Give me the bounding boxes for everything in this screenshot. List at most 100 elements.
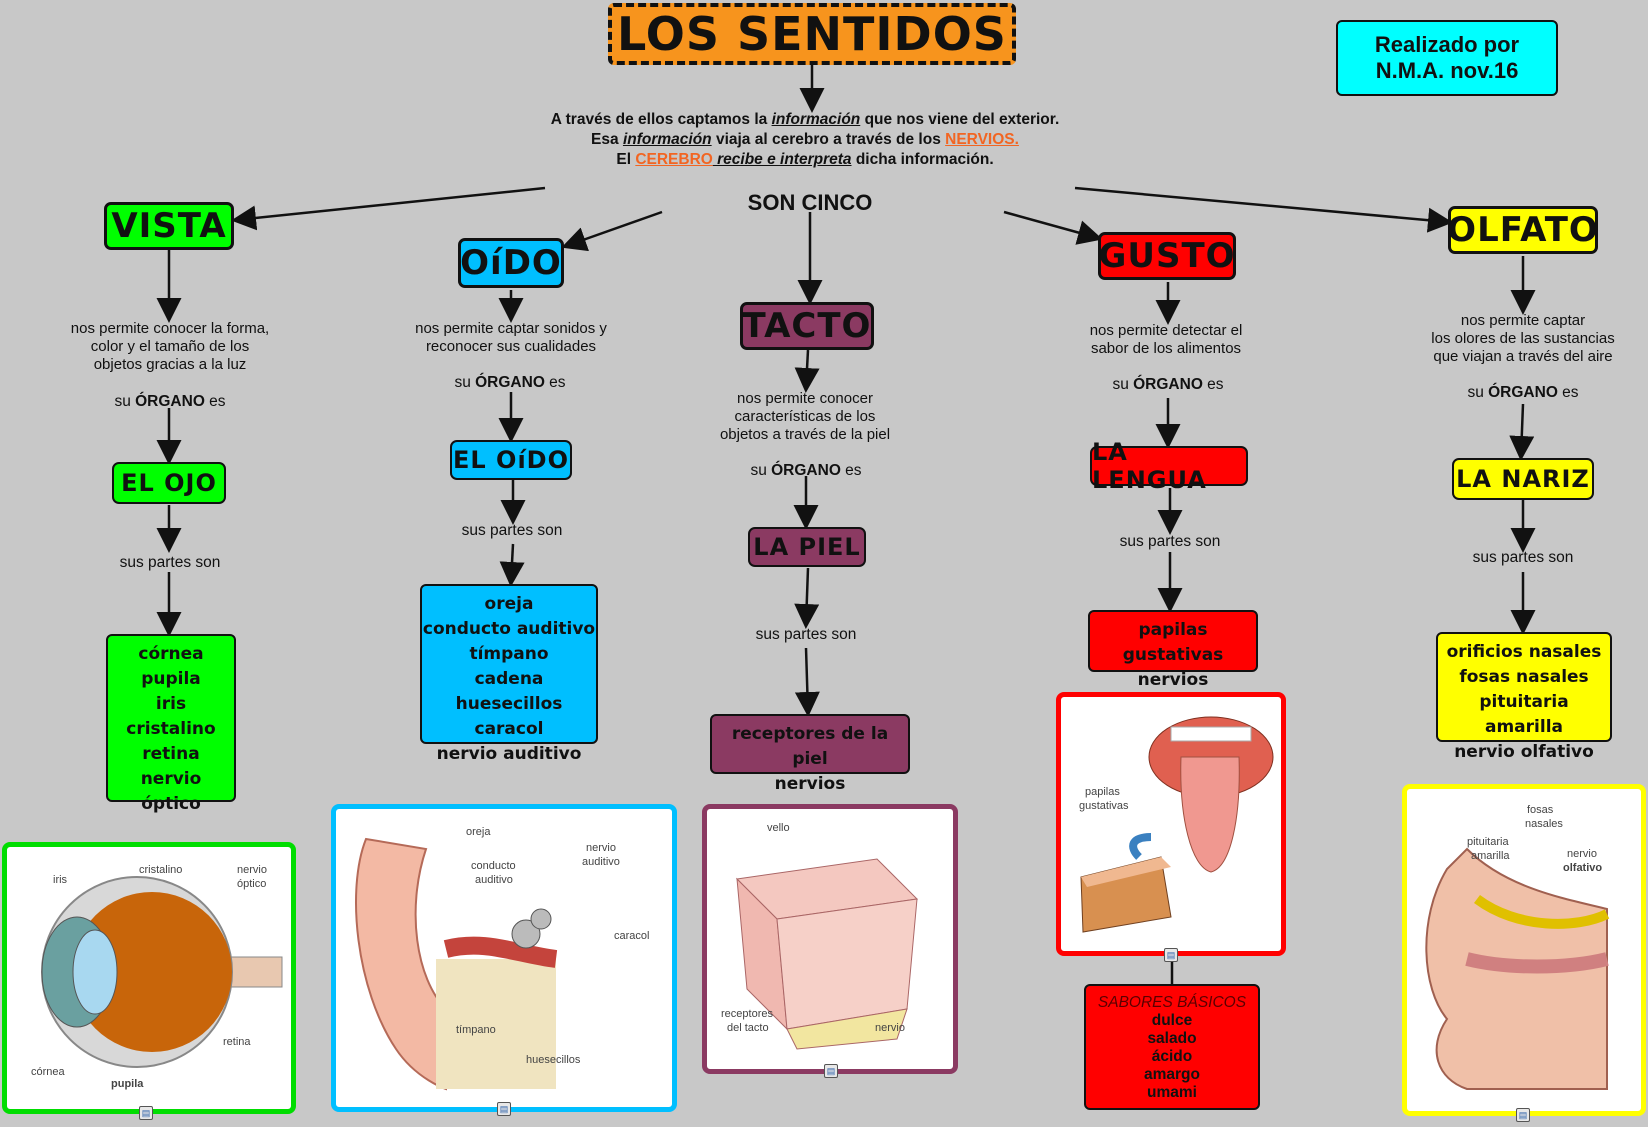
tongue-diagram: papilas gustativas	[1079, 716, 1274, 933]
intro-cerebro: CEREBRO	[635, 151, 713, 168]
author-line-2: N.M.A. nov.16	[1375, 58, 1519, 83]
intro-keyword: información	[771, 111, 861, 128]
organ-label-pre: su	[114, 393, 136, 410]
organ-label-bold: ÓRGANO	[771, 462, 841, 479]
skin-illustration[interactable]: vello receptores del tacto nervio	[702, 804, 958, 1074]
part-item: retina	[142, 744, 200, 764]
sense-gusto: GUSTO	[1098, 232, 1236, 280]
oido-parts-label: sus partes son	[461, 522, 563, 539]
part-item: orificios nasales	[1446, 642, 1602, 662]
sense-tacto: TACTO	[740, 302, 874, 350]
organ-la-lengua: LA LENGUA	[1090, 438, 1248, 494]
label-fosas: fosas	[1527, 804, 1554, 816]
organ-label-pre: su	[750, 462, 772, 479]
label-auditivo: auditivo	[582, 856, 620, 868]
sabores-heading: SABORES BÁSICOS	[1097, 994, 1247, 1011]
label-nervio: nervio	[586, 842, 616, 854]
sabor-item: ácido	[1151, 1048, 1193, 1065]
sabores-box: SABORES BÁSICOS dulce salado ácido amarg…	[1084, 984, 1260, 1110]
sense-olfato: OLFATO	[1447, 206, 1598, 254]
label-gustativas: gustativas	[1079, 800, 1129, 812]
oido-organ-label: su ÓRGANO es	[430, 374, 590, 392]
part-item: pupila	[141, 669, 201, 689]
attachment-icon[interactable]: ▤	[1164, 948, 1178, 962]
gusto-parts-label: sus partes son	[1119, 533, 1221, 550]
part-item: conducto auditivo	[422, 619, 596, 639]
oido-description: nos permite captar sonidos y reconocer s…	[380, 320, 642, 356]
tongue-illustration[interactable]: papilas gustativas	[1056, 692, 1286, 956]
vista-parts-box: córnea pupila iris cristalino retina ner…	[106, 634, 236, 814]
tacto-organ-label: su ÓRGANO es	[726, 462, 886, 480]
label-huesecillos: huesecillos	[526, 1054, 581, 1066]
label-pituitaria: pituitaria	[1467, 836, 1509, 848]
intro-keyword: información	[622, 131, 712, 148]
gusto-description: nos permite detectar el sabor de los ali…	[1036, 322, 1296, 358]
sense-vista: VISTA	[104, 202, 234, 250]
desc-line: que viajan a través del aire	[1433, 348, 1613, 365]
olfato-organ-label: su ÓRGANO es	[1443, 384, 1603, 402]
sabor-item: dulce	[1151, 1012, 1193, 1029]
label-vello: vello	[767, 822, 790, 834]
part-item: nervio olfativo	[1454, 742, 1594, 762]
eye-illustration[interactable]: cristalino nervio óptico iris retina cór…	[2, 842, 296, 1114]
part-item: fosas nasales	[1459, 667, 1589, 687]
part-item: papilas gustativas	[1122, 620, 1224, 665]
skin-diagram: vello receptores del tacto nervio	[721, 822, 919, 1050]
part-item: oreja	[484, 594, 534, 614]
vista-parts-label: sus partes son	[119, 554, 221, 571]
label-oreja: oreja	[466, 826, 491, 838]
label-auditivo2: auditivo	[475, 874, 513, 886]
attachment-icon[interactable]: ▤	[824, 1064, 838, 1078]
desc-line: objetos gracias a la luz	[93, 356, 247, 373]
organ-el-oido: EL OíDO	[450, 440, 572, 480]
organ-label-post: es	[204, 393, 226, 410]
organ-label-post: es	[1202, 376, 1224, 393]
organ-label-post: es	[544, 374, 566, 391]
eye-diagram: cristalino nervio óptico iris retina cór…	[31, 864, 283, 1090]
intro-text-part: que nos viene del exterior.	[860, 111, 1060, 128]
ear-illustration[interactable]: oreja nervio auditivo conducto auditivo …	[331, 804, 677, 1112]
organ-label-post: es	[1557, 384, 1579, 401]
tacto-parts-box: receptores de la piel nervios	[710, 714, 910, 794]
intro-text-part: El	[616, 151, 636, 168]
page-title: LOS SENTIDOS	[608, 3, 1016, 65]
organ-la-piel: LA PIEL	[748, 527, 866, 567]
label-optico: óptico	[237, 878, 266, 890]
organ-label-bold: ÓRGANO	[475, 374, 545, 391]
part-item: tímpano	[469, 644, 549, 664]
label-retina: retina	[223, 1036, 251, 1048]
attachment-icon[interactable]: ▤	[139, 1106, 153, 1120]
attachment-icon[interactable]: ▤	[497, 1102, 511, 1116]
organ-el-ojo: EL OJO	[112, 462, 226, 504]
desc-line: nos permite conocer la forma,	[70, 320, 270, 337]
label-nervio: nervio	[237, 864, 267, 876]
organ-label-bold: ÓRGANO	[135, 393, 205, 410]
nose-diagram: fosas nasales pituitaria amarilla nervio…	[1425, 804, 1610, 1090]
desc-line: color y el tamaño de los	[90, 338, 250, 355]
desc-line: objetos a través de la piel	[719, 426, 891, 443]
part-item: caracol	[474, 719, 544, 739]
label-conducto: conducto	[471, 860, 516, 872]
label-cornea: córnea	[31, 1066, 66, 1078]
tacto-parts-label: sus partes son	[755, 626, 857, 643]
nose-illustration[interactable]: fosas nasales pituitaria amarilla nervio…	[1402, 784, 1646, 1116]
attachment-icon[interactable]: ▤	[1516, 1108, 1530, 1122]
part-item: nervios	[774, 774, 846, 794]
vista-description: nos permite conocer la forma, color y el…	[40, 320, 300, 374]
tacto-description: nos permite conocer características de l…	[680, 390, 930, 444]
desc-line: nos permite captar	[1460, 312, 1586, 329]
part-item: cadena huesecillos	[455, 669, 563, 714]
label-papilas: papilas	[1085, 786, 1120, 798]
sabor-item: amargo	[1144, 1066, 1200, 1083]
organ-label-pre: su	[1112, 376, 1134, 393]
label-pupila: pupila	[111, 1078, 144, 1090]
part-item: iris	[155, 694, 187, 714]
organ-label-bold: ÓRGANO	[1488, 384, 1558, 401]
label-iris: iris	[53, 874, 68, 886]
gusto-parts-box: papilas gustativas nervios gustativos	[1088, 610, 1258, 715]
sabor-item: salado	[1147, 1030, 1197, 1047]
desc-line: nos permite detectar el	[1089, 322, 1243, 339]
label-timpano: tímpano	[456, 1024, 496, 1036]
label-olfativo: olfativo	[1563, 862, 1602, 874]
label-receptores: receptores	[721, 1008, 773, 1020]
